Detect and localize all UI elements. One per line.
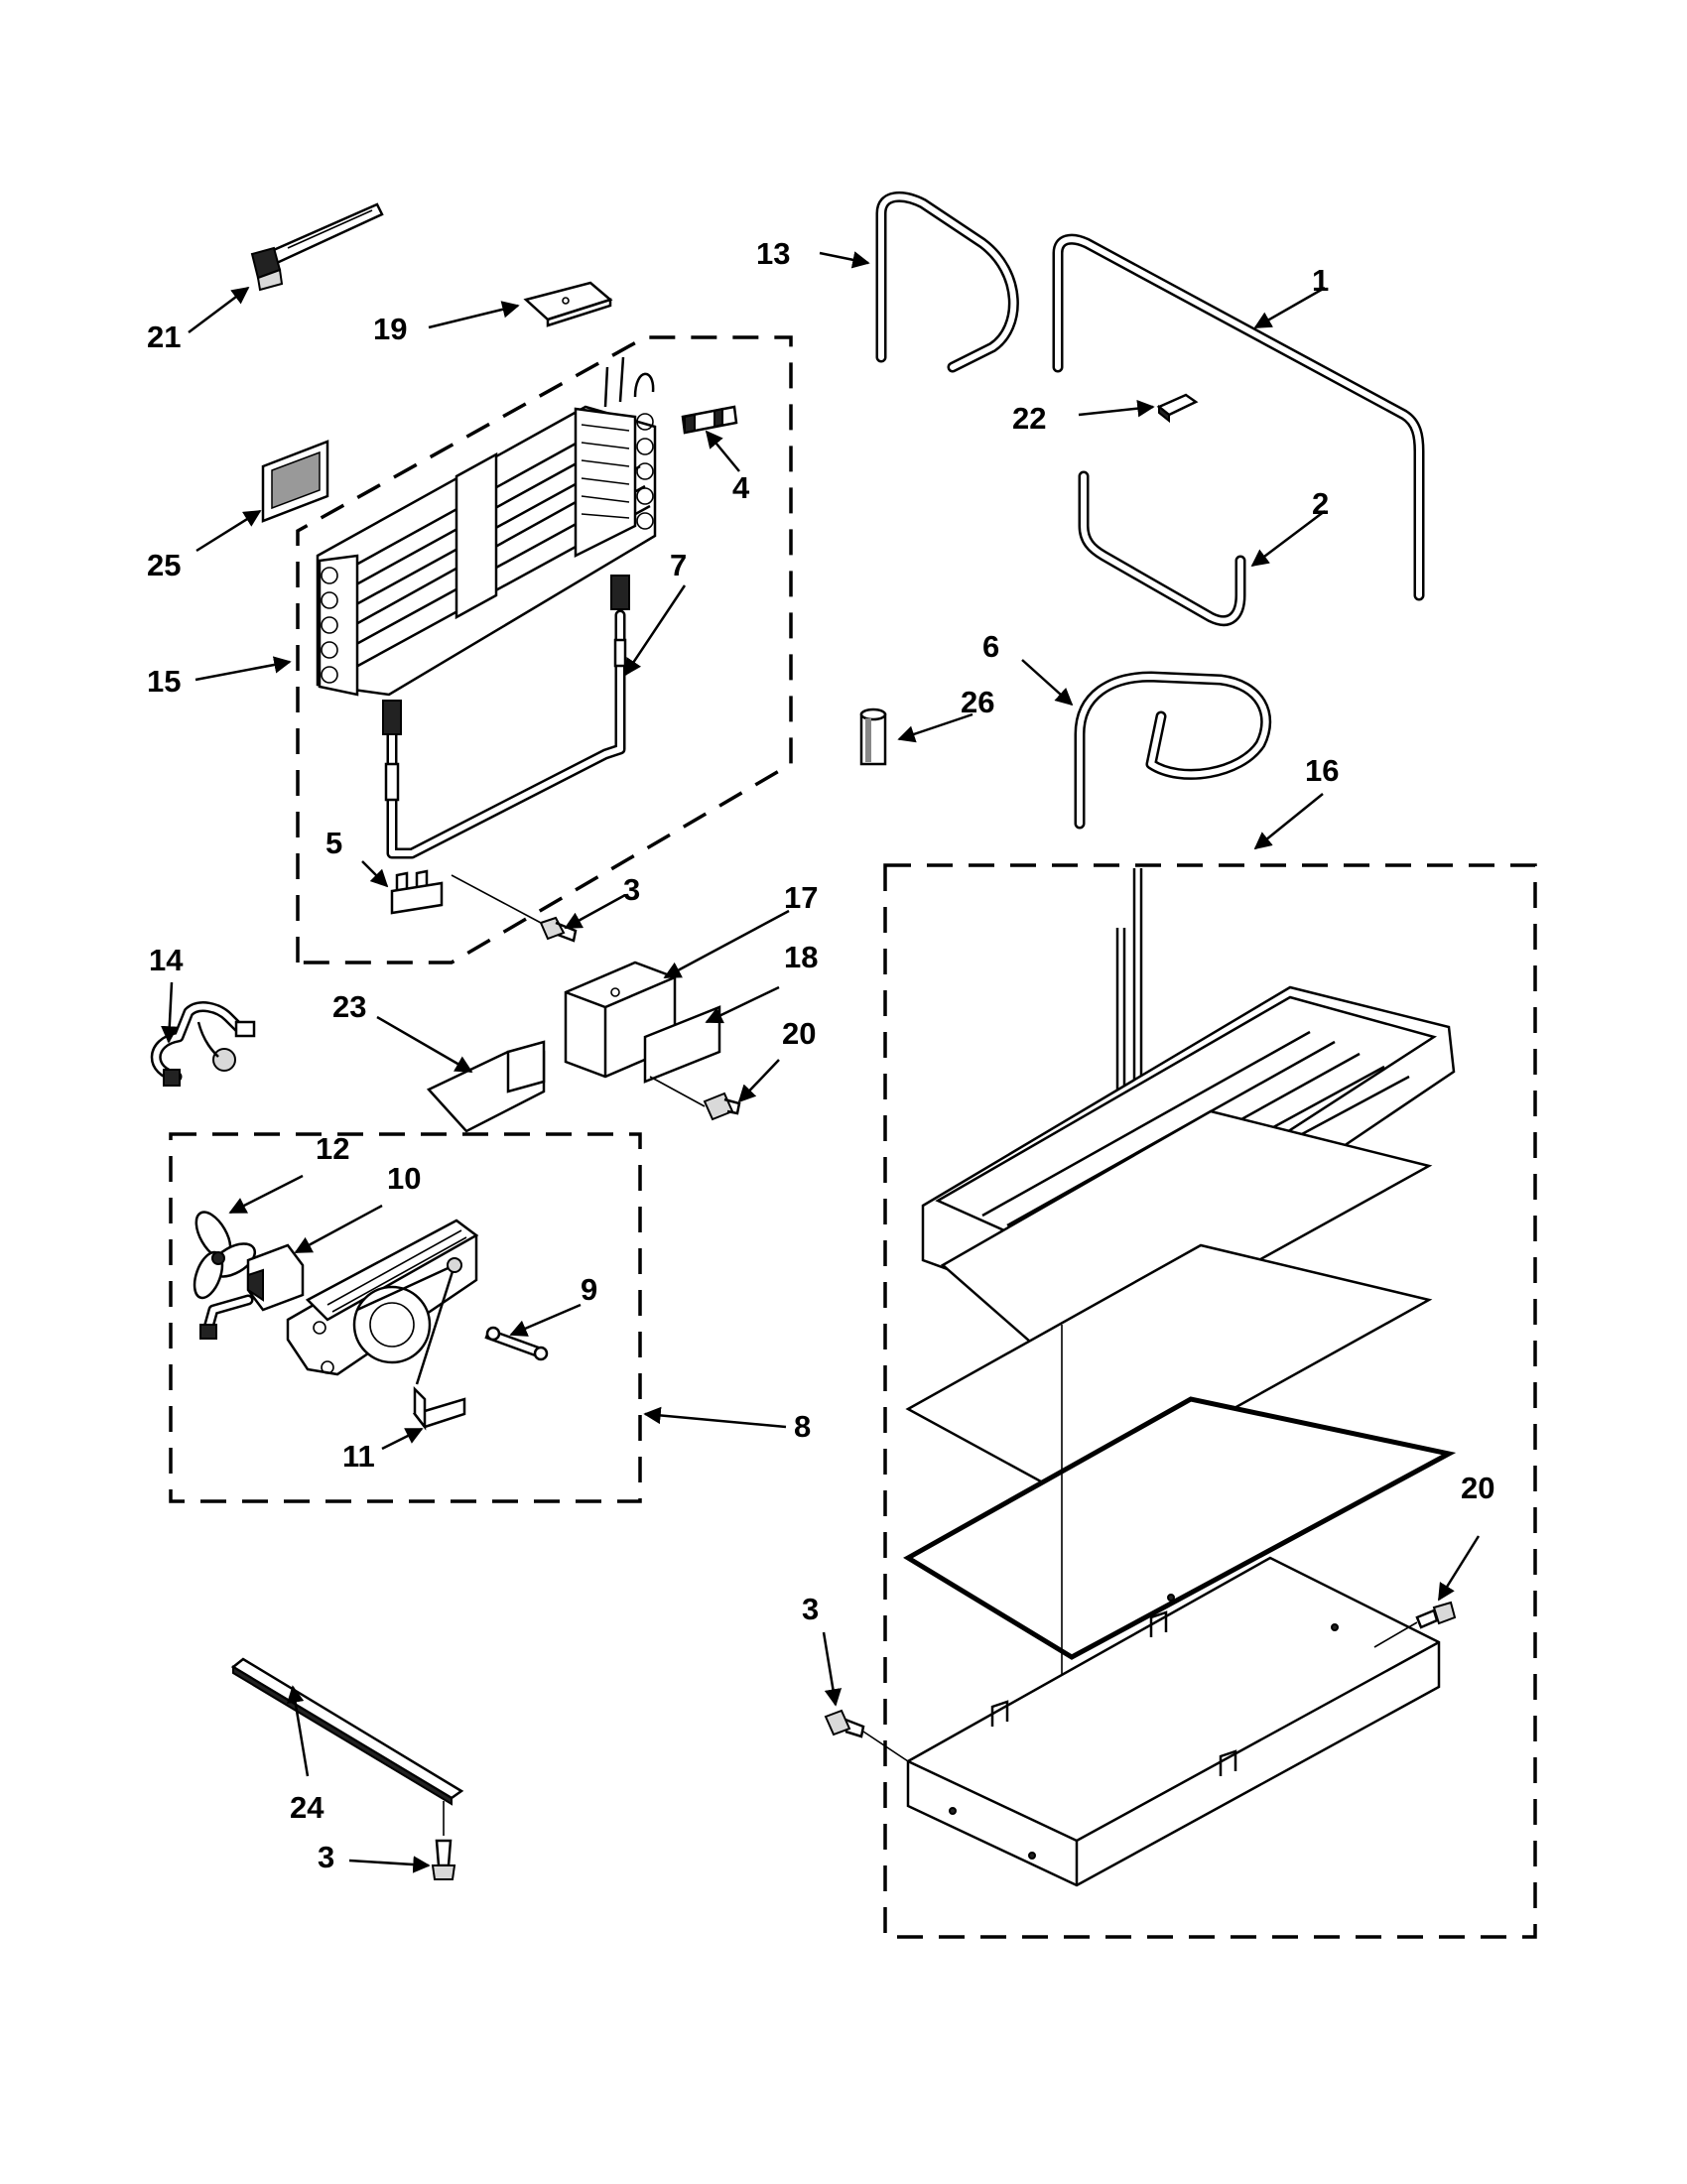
screw-part-b (649, 1076, 741, 1121)
tube-part-13 (875, 191, 1019, 373)
callout-22: 22 (1012, 401, 1046, 436)
callout-2: 2 (1312, 486, 1329, 521)
callout-13: 13 (756, 236, 790, 271)
callout-3c: 3 (318, 1840, 334, 1874)
callout-3a: 3 (623, 872, 640, 907)
callout-14: 14 (149, 943, 184, 977)
callout-18: 18 (784, 940, 818, 974)
callout-20a: 20 (782, 1016, 816, 1051)
callout-21: 21 (147, 320, 181, 354)
screw-part-e (1373, 1601, 1457, 1648)
callout-3b: 3 (802, 1592, 819, 1626)
heater-sheet-part (940, 1109, 1433, 1371)
foil-sheet-part (903, 1396, 1457, 1660)
tube-clip-part (1156, 393, 1199, 424)
callout-6: 6 (982, 629, 999, 664)
insulation-sheet-part (905, 1243, 1433, 1500)
strip-part (230, 1657, 464, 1806)
tube-part-2 (1078, 470, 1246, 627)
callout-19: 19 (373, 312, 407, 346)
screw-part-c (431, 1801, 456, 1880)
drain-pan-housing-part (906, 1556, 1441, 1887)
drain-pan-assembly-boundary (883, 863, 1537, 1939)
callout-16: 16 (1305, 753, 1339, 788)
callout-labels: 1 2 3 3 3 4 5 6 7 8 9 10 11 12 13 14 15 … (147, 236, 1494, 1874)
leader-lines (161, 251, 1481, 1873)
cover-part (426, 1040, 546, 1133)
callout-24: 24 (290, 1790, 324, 1825)
callout-5: 5 (325, 826, 342, 860)
callout-26: 26 (961, 685, 994, 719)
fan-shroud-part (286, 1219, 479, 1385)
screw-part-d (824, 1709, 909, 1762)
clip-part (681, 405, 738, 435)
callout-1: 1 (1312, 263, 1329, 298)
sleeve-part (859, 707, 887, 766)
evaporator-assembly-boundary (296, 335, 793, 964)
callout-20b: 20 (1461, 1471, 1494, 1505)
callout-8: 8 (794, 1409, 811, 1444)
callout-25: 25 (147, 548, 181, 582)
strap-part (484, 1326, 549, 1361)
screw-part-a (451, 874, 578, 943)
callout-4: 4 (732, 470, 750, 505)
callout-9: 9 (581, 1272, 597, 1307)
pad-part (523, 281, 613, 327)
callout-17: 17 (784, 880, 818, 915)
wire-harness-part (150, 1001, 256, 1087)
tube-part-6 (1074, 671, 1272, 830)
terminal-block-part (390, 869, 444, 915)
cable-tie-part (250, 202, 384, 292)
filter-pad-part (261, 440, 329, 523)
defrost-harness-part (382, 575, 630, 859)
fan-blade-part (193, 1211, 257, 1300)
plate-part (643, 1005, 721, 1084)
callout-15: 15 (147, 664, 181, 699)
evaporator-coil-part (316, 356, 657, 697)
callout-11: 11 (342, 1439, 375, 1474)
tube-part-1 (1052, 233, 1425, 601)
fan-motor-part (199, 1243, 305, 1340)
callout-12: 12 (316, 1131, 349, 1166)
callout-7: 7 (670, 548, 687, 582)
small-bracket-part (412, 1385, 466, 1431)
callout-23: 23 (332, 989, 366, 1024)
callout-10: 10 (387, 1161, 421, 1196)
